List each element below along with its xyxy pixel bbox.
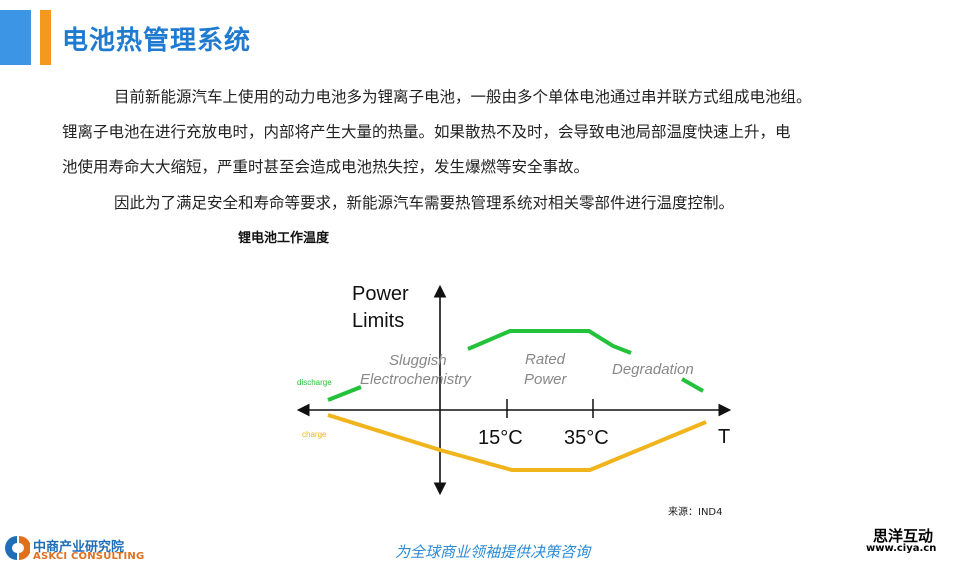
x-axis-label: T (718, 426, 730, 448)
y-axis-label: Power (352, 283, 409, 305)
page-title: 电池热管理系统 (62, 26, 252, 56)
header-accent-orange (40, 10, 51, 65)
discharge-curve-mid (467, 329, 632, 355)
legend-discharge: discharge (297, 378, 332, 387)
tick-label: 15°C (478, 427, 523, 449)
paragraph-line: 锂离子电池在进行充放电时，内部将产生大量的热量。如果散热不及时，会导致电池局部温… (62, 123, 791, 141)
figure-source: 来源：IND4 (668, 507, 723, 518)
footer-slogan: 为全球商业领袖提供决策咨询 (395, 543, 591, 561)
region-label: Power (524, 371, 568, 388)
paragraph-line: 目前新能源汽车上使用的动力电池多为锂离子电池，一般由多个单体电池通过串并联方式组… (114, 88, 812, 106)
watermark-url: www.ciya.cn (866, 543, 937, 554)
region-label: Degradation (612, 361, 694, 378)
askci-logo-icon (5, 536, 30, 560)
watermark-name: 思洋互动 (873, 527, 934, 545)
region-label: Rated (525, 351, 566, 368)
paragraph-line: 因此为了满足安全和寿命等要求，新能源汽车需要热管理系统对相关零部件进行温度控制。 (114, 194, 735, 212)
region-label: Sluggish (389, 352, 447, 369)
header-accent-blue (0, 10, 31, 65)
discharge-curve-left (327, 385, 362, 402)
y-axis-label: Limits (352, 310, 404, 332)
tick-label: 35°C (564, 427, 609, 449)
figure-caption: 锂电池工作温度 (238, 231, 330, 246)
logo-text-en: ASKCI CONSULTING (33, 551, 145, 562)
charge-curve (327, 413, 707, 472)
logo-text-cn: 中商产业研究院 (33, 540, 125, 555)
discharge-curve-right (681, 377, 704, 393)
legend-charge: charge (302, 430, 327, 439)
region-label: Electrochemistry (360, 371, 472, 388)
paragraph-line: 池使用寿命大大缩短，严重时甚至会造成电池热失控，发生爆燃等安全事故。 (62, 158, 590, 176)
